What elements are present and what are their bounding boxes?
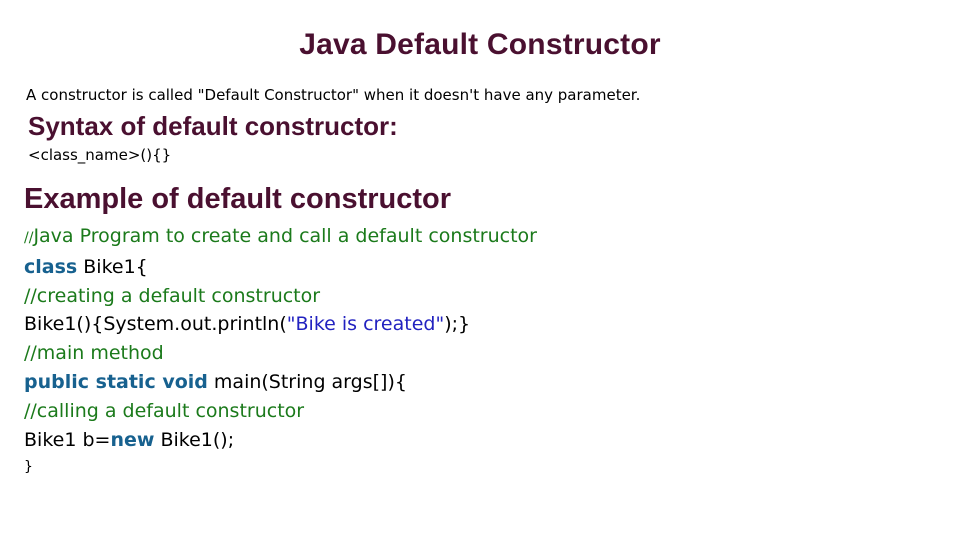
- code-line: //creating a default constructor: [24, 282, 942, 311]
- code-token-string: "Bike is created": [286, 313, 445, 336]
- code-token-plain: Bike1(){System.out.println(: [24, 313, 287, 336]
- code-token-plain: main(String args[]){: [207, 370, 407, 393]
- code-line: }: [24, 454, 942, 480]
- code-token-plain: Bike1 b=: [24, 428, 111, 451]
- code-line: //main method: [24, 339, 942, 368]
- syntax-heading: Syntax of default constructor:: [28, 111, 398, 141]
- code-token-plain: );}: [444, 313, 471, 336]
- code-line: public static void main(String args[]){: [24, 368, 942, 397]
- code-line: class Bike1{: [24, 253, 942, 282]
- page-title: Java Default Constructor: [299, 28, 661, 62]
- syntax-code-text: <class_name>(){}: [28, 146, 172, 164]
- code-token-keyword: new: [110, 428, 155, 451]
- example-heading: Example of default constructor: [24, 183, 452, 215]
- code-token-comment: //main method: [24, 342, 164, 365]
- code-line: Bike1(){System.out.println("Bike is crea…: [24, 310, 942, 339]
- code-token-comment: Java Program to create and call a defaul…: [33, 225, 537, 247]
- code-line: //calling a default constructor: [24, 397, 942, 426]
- code-listing: //Java Program to create and call a defa…: [22, 222, 942, 480]
- code-token-comment: //creating a default constructor: [24, 284, 321, 307]
- code-token-comment-slash: //: [24, 230, 34, 246]
- slide-body: A constructor is called "Default Constru…: [22, 84, 942, 480]
- code-token-plain: Bike1{: [77, 255, 148, 278]
- code-token-keyword: class: [24, 255, 78, 278]
- code-line: //Java Program to create and call a defa…: [24, 222, 942, 253]
- definition-text: A constructor is called "Default Constru…: [26, 86, 641, 104]
- code-token-keyword: public static void: [24, 370, 208, 393]
- code-token-plain: Bike1();: [154, 428, 235, 451]
- code-token-plain: }: [24, 459, 33, 476]
- code-line: Bike1 b=new Bike1();: [24, 426, 942, 455]
- code-token-comment: //calling a default constructor: [24, 399, 305, 422]
